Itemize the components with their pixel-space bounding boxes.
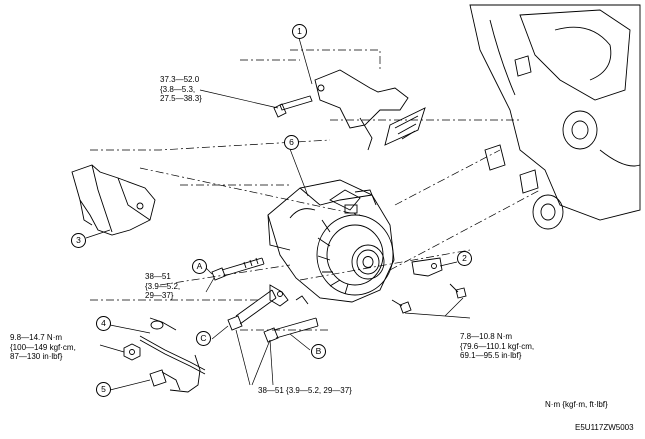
callout-c: C xyxy=(196,331,211,346)
callout-a: A xyxy=(192,259,207,274)
bracket-bolt xyxy=(273,95,313,118)
callout-2: 2 xyxy=(457,251,472,266)
figure-code: E5U117ZW5003 xyxy=(575,423,634,432)
leader-lines xyxy=(85,37,471,391)
alternator-body xyxy=(267,179,395,303)
callout-1: 1 xyxy=(292,24,307,39)
torque-bolt-a: 38—51 {3.9—5.2, 29—37} xyxy=(145,272,181,300)
callout-5: 5 xyxy=(96,382,111,397)
callout-b: B xyxy=(311,344,326,359)
bracket-1 xyxy=(314,69,426,151)
engine-block xyxy=(469,4,641,230)
bolt-b xyxy=(263,317,319,343)
connector-5 xyxy=(149,369,181,391)
bolt-a xyxy=(211,257,265,281)
bracket-2-bolts xyxy=(391,283,467,314)
nut xyxy=(123,343,141,361)
callout-6: 6 xyxy=(284,135,299,150)
torque-bracket-bolt: 37.3—52.0 {3.8—5.3, 27.5—38.3} xyxy=(160,75,202,103)
torque-nut-4: 9.8—14.7 N·m {100—149 kgf·cm, 87—130 in·… xyxy=(10,333,76,361)
bolt-c xyxy=(227,289,277,331)
torque-bracket-2: 7.8—10.8 N·m {79.6—110.1 kgf·cm, 69.1—95… xyxy=(460,332,535,360)
torque-bolts-bc: 38—51 {3.9—5.2, 29—37} xyxy=(258,386,352,395)
units-note: N·m {kgf·m, ft·lbf} xyxy=(545,400,608,409)
callout-3: 3 xyxy=(71,233,86,248)
harness-4 xyxy=(139,284,309,393)
callout-4: 4 xyxy=(96,316,111,331)
bracket-2 xyxy=(411,257,443,277)
cover-3 xyxy=(71,164,156,236)
